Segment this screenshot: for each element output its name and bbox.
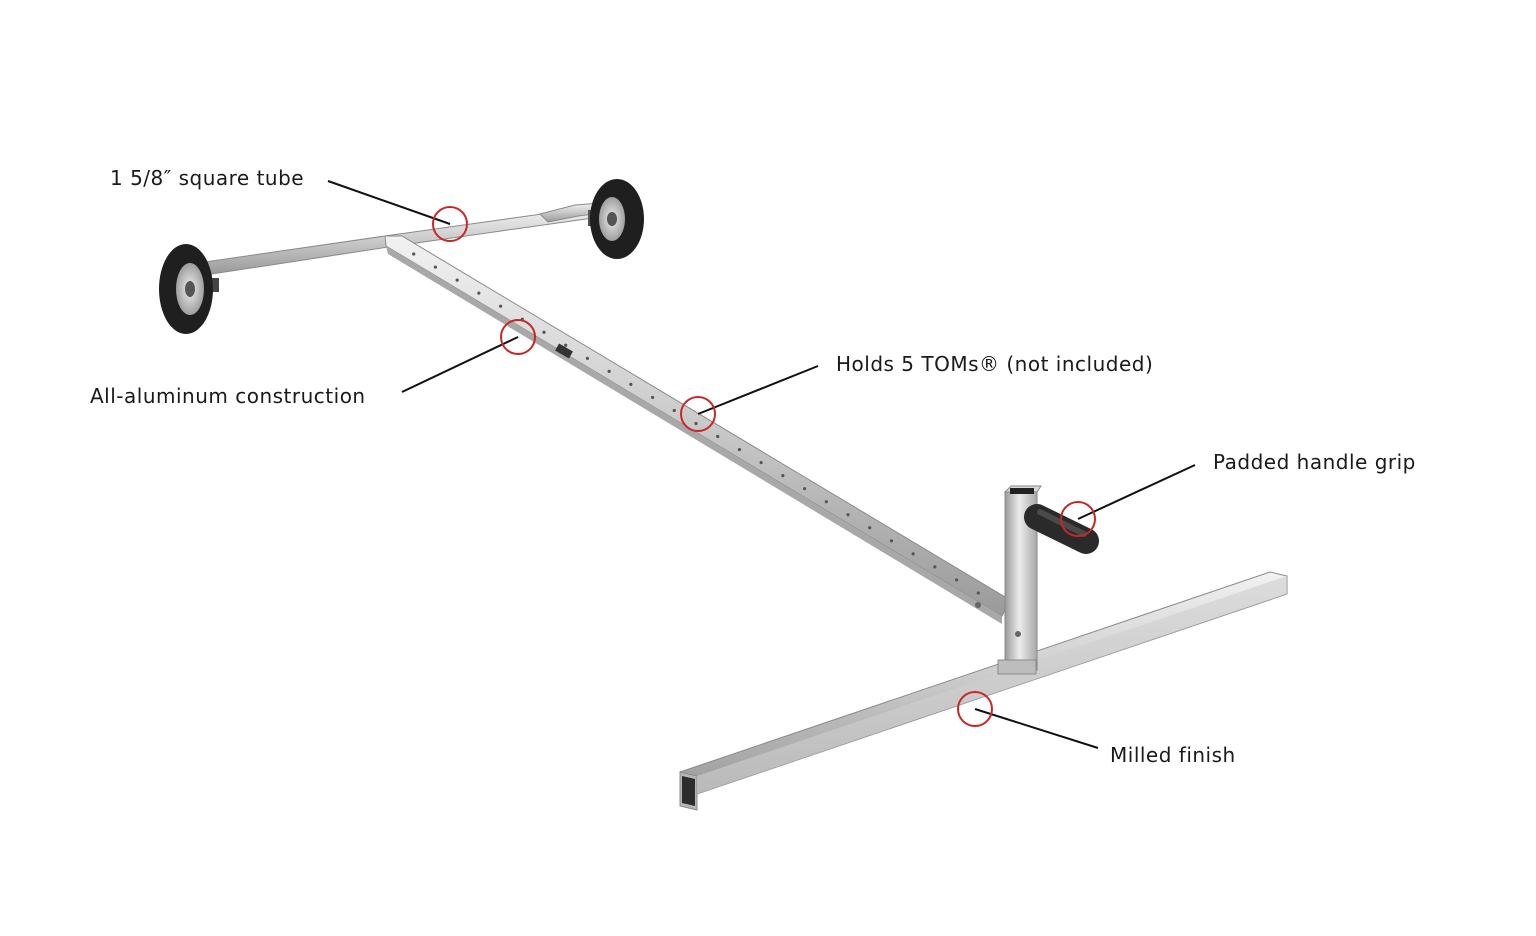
rail-hole xyxy=(759,461,763,465)
rail-hole xyxy=(954,578,959,582)
rail-hole xyxy=(433,265,438,269)
rail-hole xyxy=(455,278,459,282)
leader-line-aluminum xyxy=(401,336,519,393)
left-wheel xyxy=(159,244,213,334)
rail-hole xyxy=(412,252,416,256)
rail-hole xyxy=(976,591,980,595)
callout-ring-holds-toms xyxy=(680,396,716,432)
rail-hole xyxy=(889,539,894,543)
callout-ring-aluminum xyxy=(500,319,536,355)
leader-line-square-tube xyxy=(327,180,451,225)
rail-hole xyxy=(629,382,633,386)
rail-hole xyxy=(585,356,590,360)
leader-line-holds-toms xyxy=(697,365,819,415)
label-milled-finish: Milled finish xyxy=(1110,743,1236,767)
callout-ring-milled-finish xyxy=(957,691,993,727)
callout-ring-handle-grip xyxy=(1060,501,1096,537)
front-crossbar xyxy=(679,571,1288,811)
rail-hole xyxy=(716,434,720,439)
rail-hole xyxy=(672,408,676,413)
rail-hole xyxy=(911,552,915,556)
rail-hole xyxy=(824,500,828,504)
rail-hole xyxy=(650,395,655,400)
rail-hole xyxy=(781,474,785,478)
rail-hole xyxy=(542,330,546,334)
callout-ring-square-tube xyxy=(432,206,468,242)
rail-hole xyxy=(868,526,872,530)
label-aluminum-construction: All-aluminum construction xyxy=(90,384,366,408)
leader-line-milled-finish xyxy=(974,708,1099,749)
rail-hole xyxy=(564,343,568,347)
leader-line-handle-grip xyxy=(1077,464,1196,520)
rail-hole xyxy=(802,487,807,491)
label-holds-toms: Holds 5 TOMs® (not included) xyxy=(836,352,1154,376)
right-wheel xyxy=(590,179,644,259)
rail-hole xyxy=(498,304,503,308)
rail-hole xyxy=(737,447,742,452)
rail-hole xyxy=(933,565,937,569)
callout-leaders xyxy=(327,180,1196,749)
label-padded-handle-grip: Padded handle grip xyxy=(1213,450,1416,474)
rail-hole xyxy=(694,421,698,426)
label-square-tube: 1 5/8″ square tube xyxy=(110,166,305,190)
rail-hole xyxy=(477,291,481,295)
rail-hole xyxy=(607,369,611,373)
rail-hole xyxy=(846,513,850,517)
